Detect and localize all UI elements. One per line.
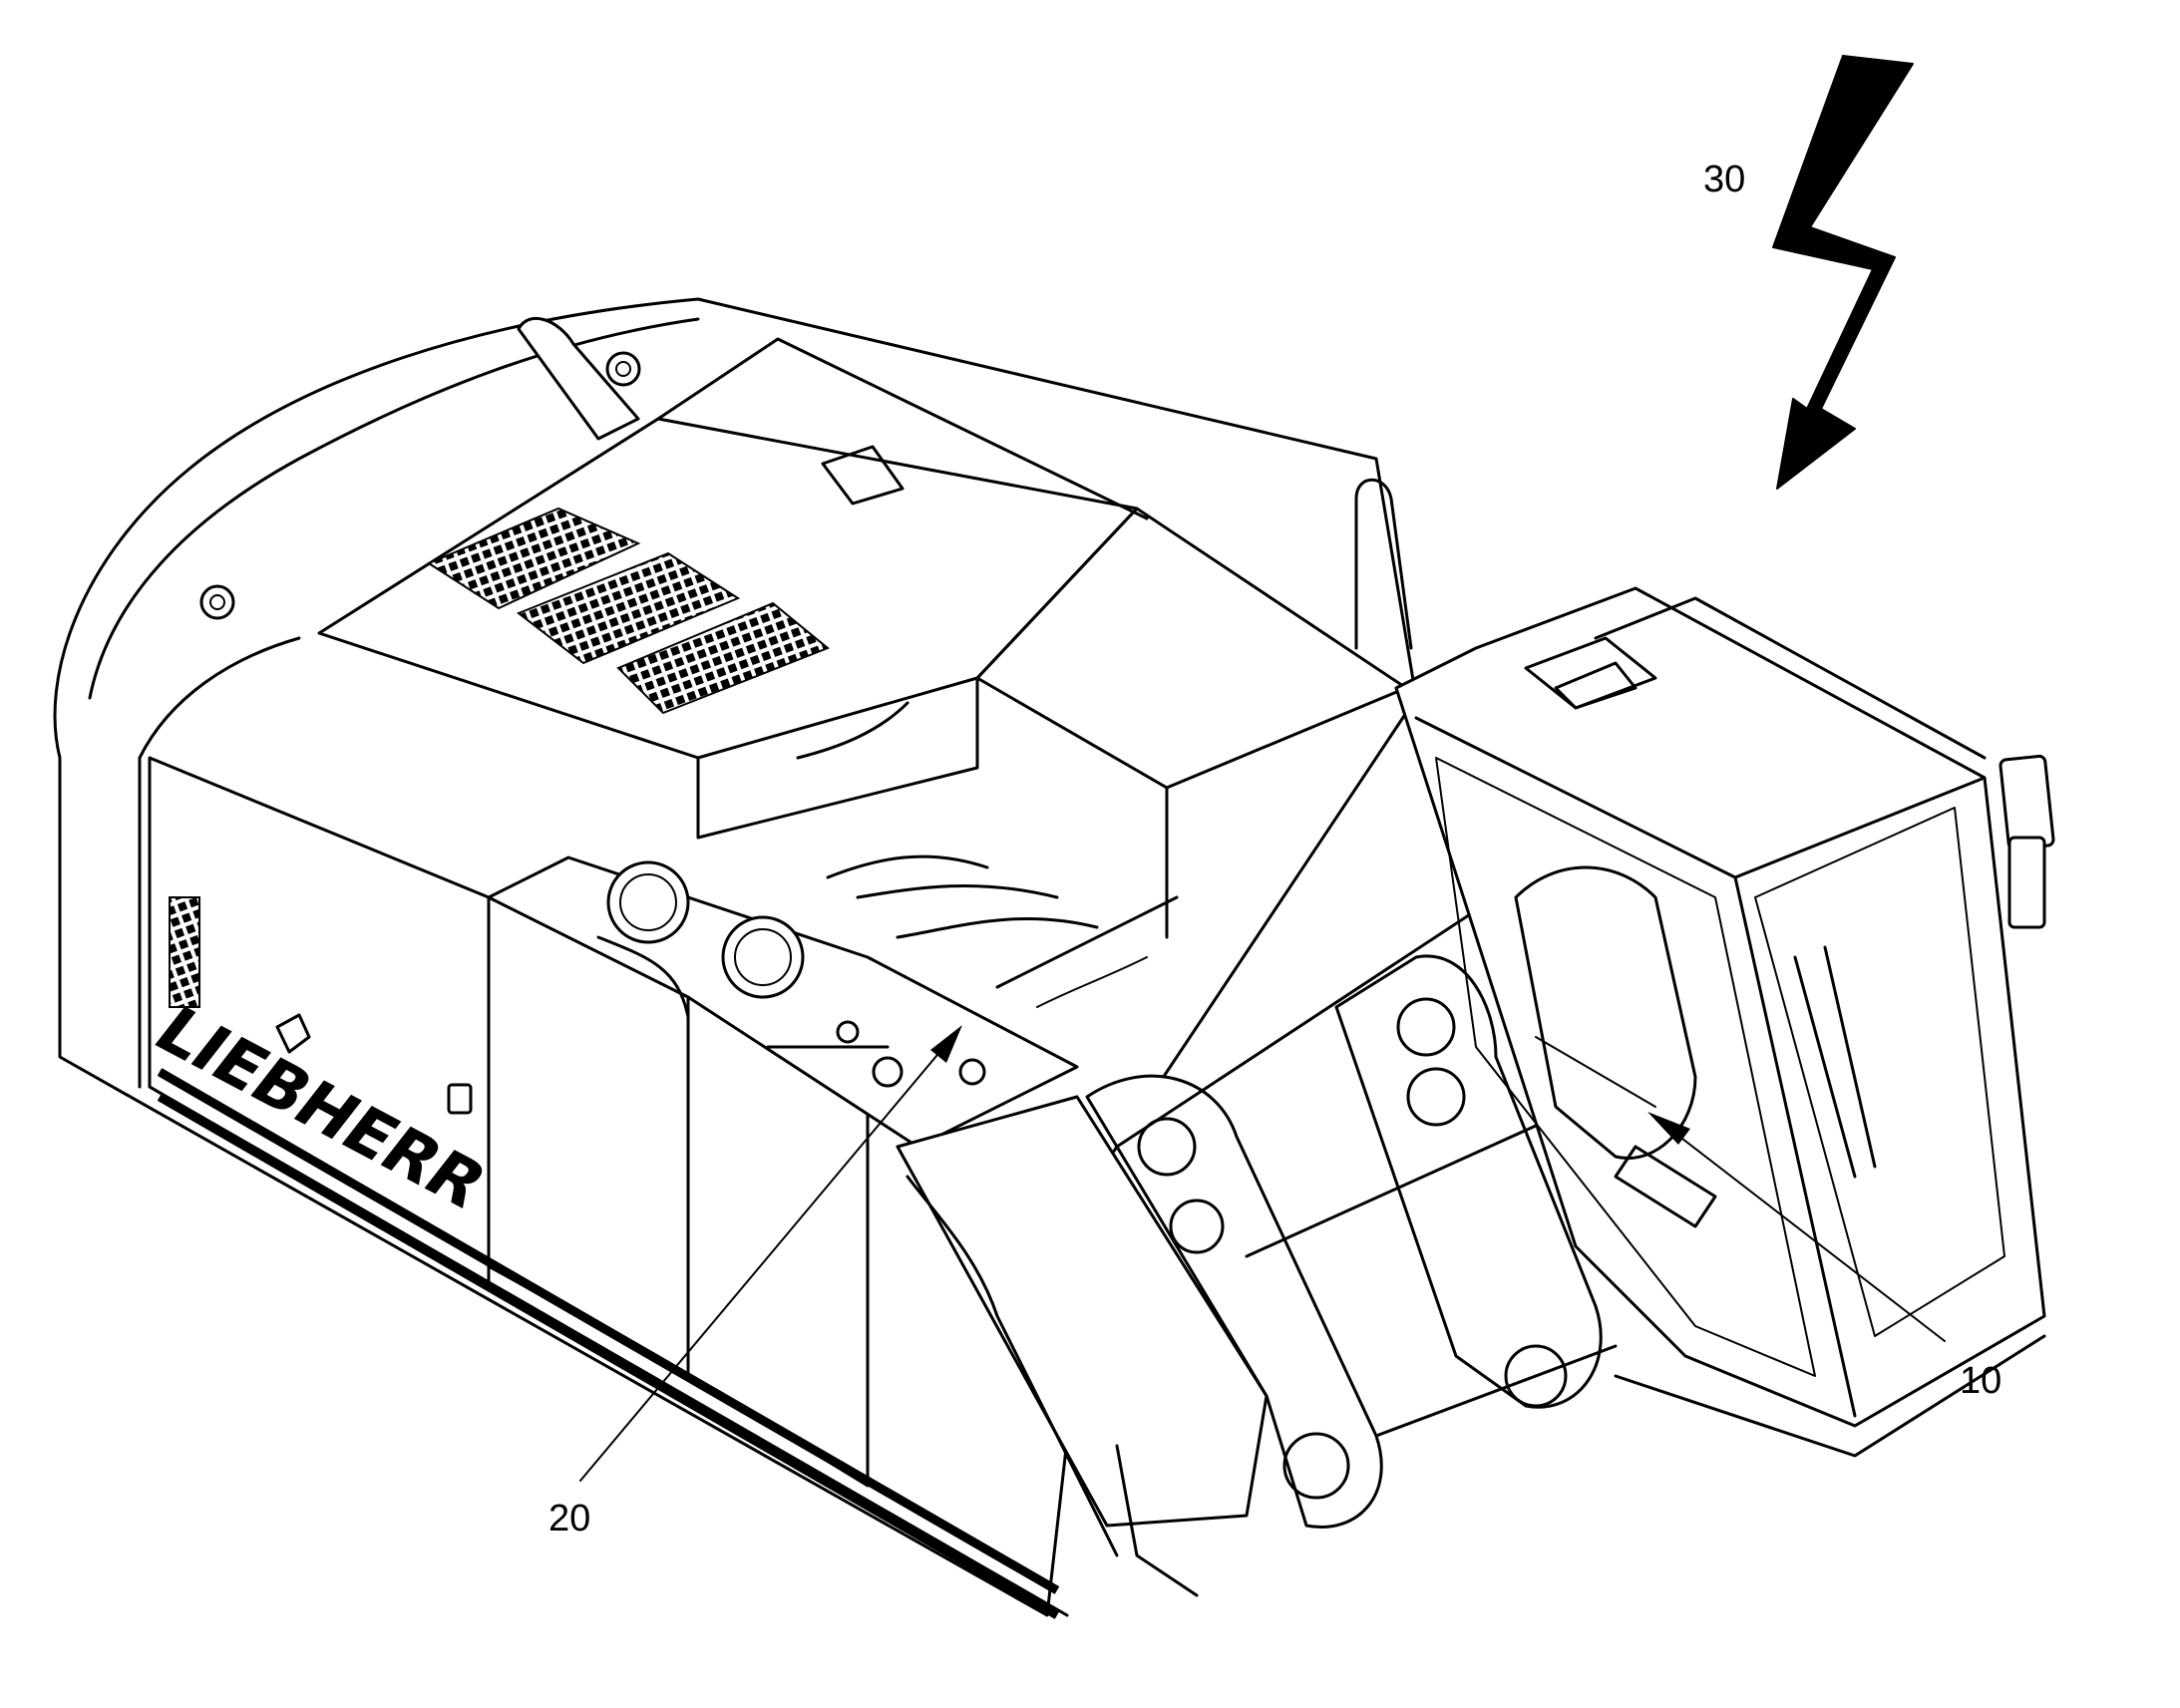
- label-10: 10: [1960, 1360, 2001, 1402]
- engine-hood: [199, 316, 1413, 939]
- leader-arrow-20: [930, 1025, 962, 1063]
- leader-lines: [579, 1025, 1946, 1482]
- leader-arrow-10: [1647, 1112, 1690, 1145]
- boom-foot-frame: [896, 895, 1618, 1597]
- operator-cab: [1394, 586, 2055, 1458]
- label-20: 20: [548, 1498, 590, 1539]
- lightning-symbol: [1772, 55, 1914, 490]
- hydraulic-tank-area: [487, 854, 1179, 1149]
- label-30: 30: [1703, 159, 1745, 200]
